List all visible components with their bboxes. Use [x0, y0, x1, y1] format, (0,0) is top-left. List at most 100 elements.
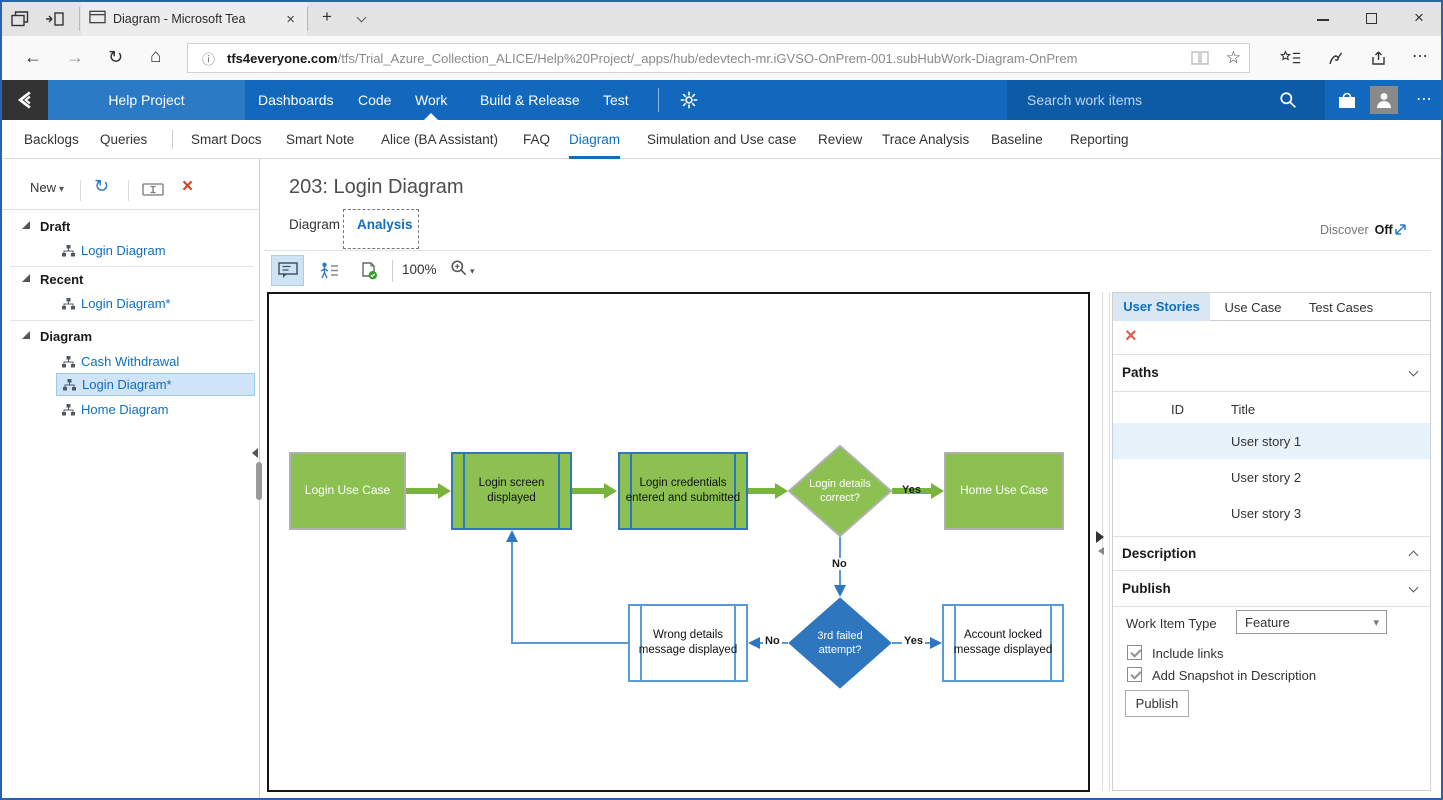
nav-work[interactable]: Work	[415, 80, 447, 120]
zoom-magnifier-icon[interactable]: ▾	[450, 258, 475, 277]
marketplace-bag-icon[interactable]	[1336, 91, 1358, 109]
tab-user-stories[interactable]: User Stories	[1113, 293, 1210, 321]
chevron-down-icon[interactable]	[1408, 582, 1419, 593]
paths-section-header[interactable]: Paths	[1122, 365, 1159, 380]
node-login-use-case[interactable]: Login Use Case	[289, 452, 406, 530]
new-diagram-button[interactable]: New▾	[30, 180, 65, 195]
chevron-up-icon[interactable]	[1408, 550, 1419, 561]
address-bar[interactable]: ⓘ tfs4everyone.com /tfs/Trial_Azure_Coll…	[187, 43, 1250, 73]
node-login-credentials[interactable]: Login credentials entered and submitted	[618, 452, 748, 530]
expand-icon[interactable]	[1393, 222, 1408, 242]
tree-item-login-diagram-selected[interactable]: Login Diagram*	[56, 373, 255, 396]
nav-build-release[interactable]: Build & Release	[480, 92, 580, 108]
tab-analysis[interactable]: Analysis	[357, 217, 413, 232]
node-third-failed-attempt[interactable]: 3rd failed attempt?	[788, 597, 892, 689]
browser-tab[interactable]: Diagram - Microsoft Tea ×	[81, 2, 307, 36]
nav-test[interactable]: Test	[603, 92, 629, 108]
delete-icon[interactable]: ×	[182, 176, 194, 197]
tree-section-draft[interactable]: Draft	[40, 219, 71, 234]
validate-document-button[interactable]	[352, 255, 385, 286]
tree-section-diagram[interactable]: Diagram	[40, 329, 93, 344]
search-icon[interactable]	[1279, 91, 1297, 109]
web-note-pen-icon[interactable]	[1326, 49, 1348, 67]
tab-test-cases[interactable]: Test Cases	[1308, 299, 1374, 315]
section-expand-icon[interactable]	[22, 331, 30, 339]
hub-review[interactable]: Review	[818, 132, 863, 147]
section-expand-icon[interactable]	[22, 274, 30, 282]
tree-item-home-diagram[interactable]: Home Diagram	[62, 402, 168, 417]
site-info-icon[interactable]: ⓘ	[202, 51, 216, 67]
refresh-button[interactable]: ↻	[108, 47, 124, 67]
favorite-star-icon[interactable]: ☆	[1225, 48, 1241, 67]
node-home-use-case[interactable]: Home Use Case	[944, 452, 1064, 530]
more-actions-icon[interactable]: ⋯	[1416, 91, 1433, 108]
description-section-header[interactable]: Description	[1122, 546, 1197, 561]
tab-preview-icon[interactable]	[10, 10, 32, 28]
rename-icon[interactable]	[142, 182, 164, 202]
node-login-screen-displayed[interactable]: Login screen displayed	[451, 452, 572, 530]
hub-simulation[interactable]: Simulation and Use case	[647, 132, 797, 147]
set-tabs-aside-icon[interactable]	[44, 10, 66, 28]
share-icon[interactable]	[1368, 49, 1390, 67]
sidebar-splitter-handle[interactable]	[256, 462, 262, 500]
section-expand-icon[interactable]	[22, 221, 30, 229]
table-row-user-story-3[interactable]: User story 3	[1231, 505, 1302, 521]
clear-selection-icon[interactable]: ×	[1125, 325, 1137, 347]
panel-collapse-icon[interactable]	[1098, 547, 1104, 555]
hub-queries[interactable]: Queries	[100, 132, 148, 147]
tree-section-recent[interactable]: Recent	[40, 272, 84, 287]
forward-button[interactable]: →	[66, 47, 84, 67]
hub-smart-docs[interactable]: Smart Docs	[191, 132, 262, 147]
search-input[interactable]	[1007, 92, 1277, 108]
publish-section-header[interactable]: Publish	[1122, 581, 1171, 596]
tab-use-case[interactable]: Use Case	[1224, 299, 1282, 315]
work-item-type-select[interactable]: Feature ▾	[1236, 610, 1387, 634]
tree-item-cash-withdrawal[interactable]: Cash Withdrawal	[62, 354, 179, 369]
back-button[interactable]: ←	[24, 47, 42, 67]
settings-gear-icon[interactable]	[678, 91, 700, 109]
nav-code[interactable]: Code	[358, 92, 392, 108]
tree-item-login-diagram-draft[interactable]: Login Diagram	[62, 243, 166, 258]
tree-item-login-diagram-recent[interactable]: Login Diagram*	[62, 296, 171, 311]
tab-diagram[interactable]: Diagram	[289, 217, 341, 232]
diagram-canvas[interactable]: Login Use Case Login screen displayed Lo…	[267, 292, 1090, 792]
zoom-level[interactable]: 100%	[402, 262, 437, 277]
window-close-button[interactable]: ×	[1414, 8, 1424, 27]
window-minimize-button[interactable]	[1317, 19, 1329, 21]
table-row-user-story-1[interactable]: User story 1	[1113, 423, 1430, 459]
hub-reporting[interactable]: Reporting	[1070, 132, 1129, 147]
hub-smart-note[interactable]: Smart Note	[286, 132, 355, 147]
diagram-view-button[interactable]	[271, 255, 304, 286]
node-account-locked-message[interactable]: Account locked message displayed	[942, 604, 1064, 682]
hub-backlogs[interactable]: Backlogs	[24, 132, 79, 147]
refresh-tree-icon[interactable]: ↻	[94, 176, 110, 196]
home-button[interactable]: ⌂	[150, 46, 162, 67]
hub-baseline[interactable]: Baseline	[991, 132, 1043, 147]
nav-dashboards[interactable]: Dashboards	[258, 92, 334, 108]
new-tab-button[interactable]: +	[322, 7, 332, 26]
tab-list-chevron-icon[interactable]	[356, 12, 367, 23]
hub-diagram[interactable]: Diagram	[569, 120, 621, 159]
reading-view-icon[interactable]	[1190, 51, 1210, 65]
add-snapshot-checkbox[interactable]	[1127, 667, 1142, 682]
hub-trace-analysis[interactable]: Trace Analysis	[882, 132, 970, 147]
node-wrong-details-message[interactable]: Wrong details message displayed	[628, 604, 748, 682]
window-maximize-button[interactable]	[1366, 13, 1377, 24]
project-name[interactable]: Help Project	[48, 80, 245, 120]
favorites-list-icon[interactable]	[1280, 49, 1302, 67]
include-links-checkbox[interactable]	[1127, 645, 1142, 660]
chevron-down-icon[interactable]	[1408, 366, 1419, 377]
search-work-items-box[interactable]	[1007, 80, 1325, 120]
sidebar-collapse-icon[interactable]	[252, 448, 258, 458]
browser-menu-icon[interactable]: ⋯	[1412, 48, 1428, 65]
table-row-user-story-2[interactable]: User story 2	[1231, 469, 1302, 485]
hub-alice[interactable]: Alice (BA Assistant)	[381, 132, 499, 147]
hub-faq[interactable]: FAQ	[523, 132, 551, 147]
generate-user-stories-button[interactable]	[312, 255, 345, 286]
tab-close-icon[interactable]: ×	[286, 10, 295, 28]
panel-collapse-icon[interactable]	[1096, 531, 1104, 543]
node-login-details-correct[interactable]: Login details correct?	[788, 445, 892, 537]
devops-logo[interactable]	[2, 80, 48, 120]
user-avatar[interactable]	[1370, 86, 1398, 114]
